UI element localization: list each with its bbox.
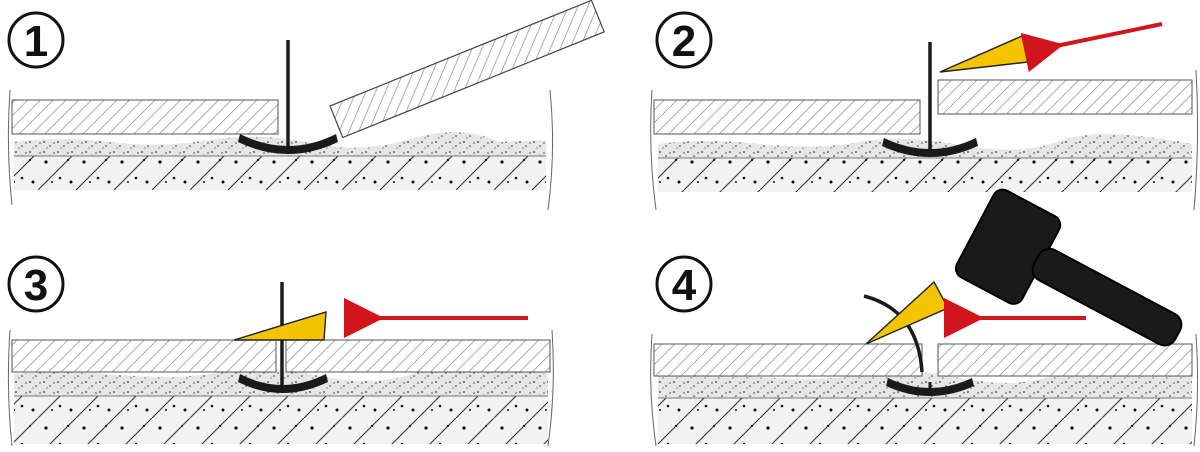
step-3-substrate xyxy=(14,396,548,444)
wedge-icon xyxy=(865,280,949,345)
clip-icon xyxy=(882,42,978,157)
step-4-tile-right xyxy=(937,343,1193,377)
step-2-tile-right xyxy=(937,79,1193,115)
clip-icon xyxy=(238,40,338,154)
step-1-panel: 1 xyxy=(7,0,605,211)
wedge-icon xyxy=(233,311,327,341)
step-3-number: 3 xyxy=(24,261,48,310)
step-2-adhesive xyxy=(658,134,1192,158)
step-3-badge: 3 xyxy=(7,255,65,313)
step-4-panel: 4 xyxy=(650,188,1199,447)
hammer-icon xyxy=(954,188,1183,347)
step-2-number: 2 xyxy=(672,17,696,66)
step-1-tile-left xyxy=(11,99,279,135)
step-1-number: 1 xyxy=(24,17,48,66)
step-3-tile-right xyxy=(285,339,551,373)
step-2-panel: 2 xyxy=(650,11,1199,211)
step-4-tile-left xyxy=(653,343,923,377)
step-2-badge: 2 xyxy=(655,11,713,69)
step-3-panel: 3 xyxy=(7,255,554,447)
step-4-badge: 4 xyxy=(655,255,713,313)
step-4-number: 4 xyxy=(672,261,697,310)
step-1-tile-tilted xyxy=(329,0,605,139)
step-1-badge: 1 xyxy=(7,11,65,69)
step-4-substrate xyxy=(658,398,1192,444)
step-1-substrate xyxy=(14,156,546,190)
arrow-icon xyxy=(1020,22,1163,73)
step-2-substrate xyxy=(658,158,1192,192)
wedge-icon xyxy=(939,35,1029,73)
step-4-adhesive xyxy=(658,365,1192,398)
step-2-tile-left xyxy=(653,99,921,135)
step-3-tile-left xyxy=(11,339,277,373)
step-1-adhesive xyxy=(14,132,546,156)
